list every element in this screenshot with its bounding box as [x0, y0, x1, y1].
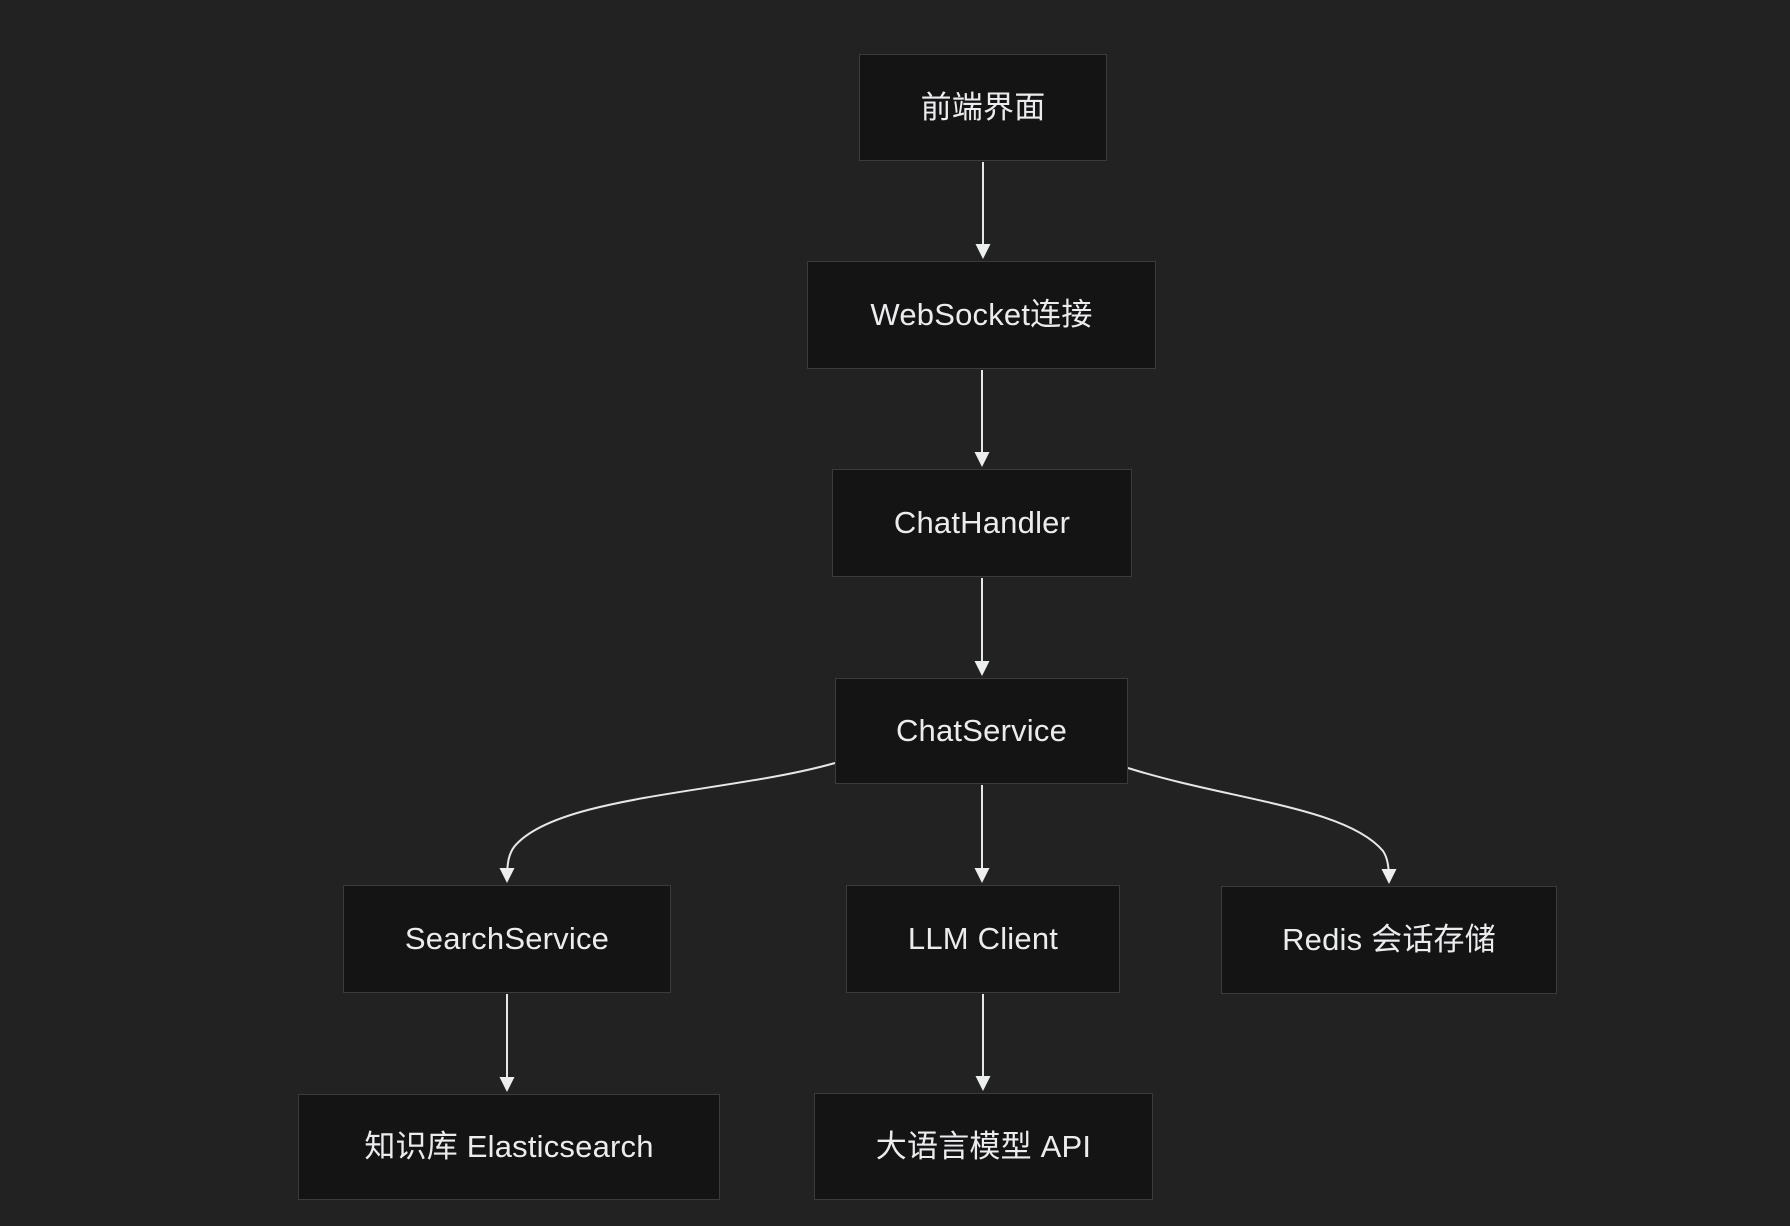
node-chatservice: ChatService [835, 678, 1128, 784]
node-frontend: 前端界面 [859, 54, 1107, 161]
node-label-elasticsearch: 知识库 Elasticsearch [364, 1129, 654, 1165]
node-elasticsearch: 知识库 Elasticsearch [298, 1094, 720, 1200]
node-llmclient: LLM Client [846, 885, 1120, 993]
node-searchservice: SearchService [343, 885, 671, 993]
node-label-searchservice: SearchService [404, 921, 610, 957]
node-redis: Redis 会话存储 [1221, 886, 1557, 994]
node-chathandler: ChatHandler [832, 469, 1132, 577]
node-label-llmapi: 大语言模型 API [875, 1128, 1092, 1164]
edge-chatservice-to-redis [1127, 767, 1397, 884]
node-label-redis: Redis 会话存储 [1282, 922, 1496, 958]
node-llmapi: 大语言模型 API [814, 1093, 1153, 1200]
edge-chatservice-to-searchservice [499, 762, 836, 883]
node-label-llmclient: LLM Client [907, 921, 1059, 957]
node-label-chathandler: ChatHandler [893, 505, 1071, 541]
node-label-chatservice: ChatService [895, 713, 1068, 749]
node-websocket: WebSocket连接 [807, 261, 1156, 369]
node-label-websocket: WebSocket连接 [870, 297, 1093, 333]
node-label-frontend: 前端界面 [920, 89, 1046, 125]
